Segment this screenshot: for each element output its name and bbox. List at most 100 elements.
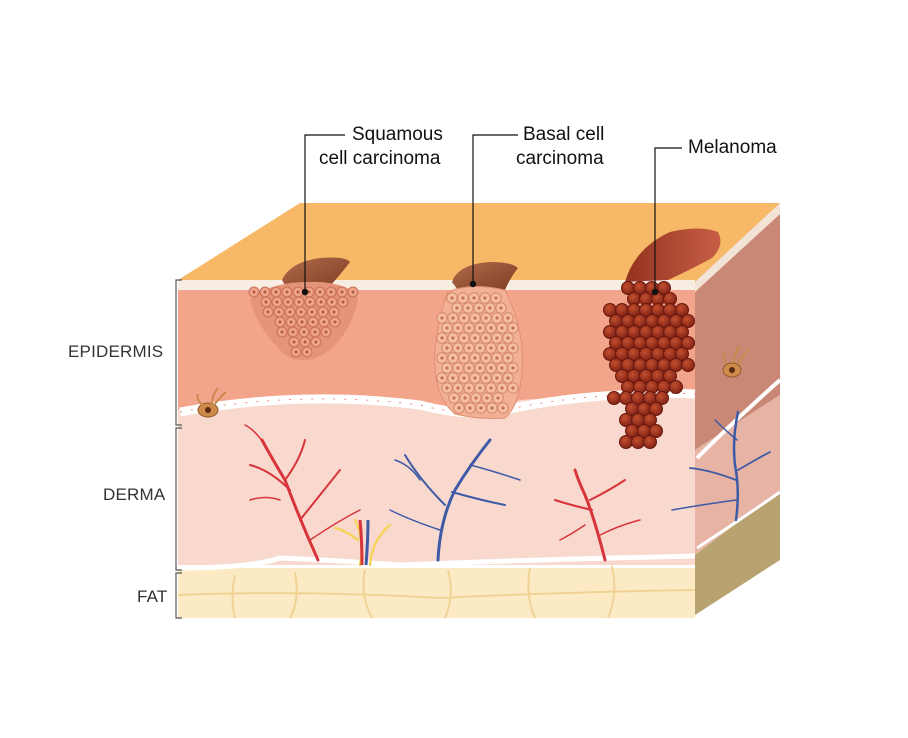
cell — [681, 314, 695, 328]
cell — [675, 325, 689, 339]
cell-nucleus — [321, 310, 325, 314]
cell — [643, 435, 657, 449]
cell-nucleus — [511, 326, 515, 330]
cell-nucleus — [478, 366, 482, 370]
cell-nucleus — [485, 396, 489, 400]
cell-nucleus — [495, 316, 499, 320]
cell-nucleus — [440, 336, 444, 340]
cell — [675, 347, 689, 361]
fat-label: FAT — [137, 587, 168, 606]
cell — [631, 435, 645, 449]
cell — [669, 380, 683, 394]
cell-nucleus — [461, 296, 465, 300]
cell-nucleus — [500, 386, 504, 390]
cell-nucleus — [473, 356, 477, 360]
cell-nucleus — [467, 346, 471, 350]
cell-nucleus — [440, 356, 444, 360]
cell-nucleus — [319, 300, 323, 304]
cell-nucleus — [278, 320, 282, 324]
cell-nucleus — [322, 320, 326, 324]
cell-nucleus — [451, 336, 455, 340]
cell-nucleus — [318, 290, 322, 294]
melanocyte-left — [196, 387, 227, 418]
cell-nucleus — [277, 310, 281, 314]
cell-nucleus — [299, 310, 303, 314]
cell-nucleus — [311, 320, 315, 324]
cell — [655, 391, 669, 405]
cell-nucleus — [473, 316, 477, 320]
cell-nucleus — [297, 300, 301, 304]
cell-nucleus — [302, 330, 306, 334]
cell-nucleus — [305, 350, 309, 354]
cell-nucleus — [313, 330, 317, 334]
cell — [607, 391, 621, 405]
squamous-label: Squamous — [352, 124, 443, 146]
cell-nucleus — [462, 316, 466, 320]
cell-nucleus — [462, 336, 466, 340]
cell-nucleus — [455, 306, 459, 310]
cell-nucleus — [484, 356, 488, 360]
epidermis-label: EPIDERMIS — [68, 342, 164, 361]
cell-nucleus — [467, 386, 471, 390]
cell-nucleus — [468, 406, 472, 410]
cell-nucleus — [286, 300, 290, 304]
melanocyte-right — [722, 345, 749, 378]
cell-nucleus — [478, 326, 482, 330]
cell-nucleus — [280, 330, 284, 334]
cell-nucleus — [440, 376, 444, 380]
cell-nucleus — [445, 346, 449, 350]
cell-nucleus — [294, 350, 298, 354]
cell-nucleus — [340, 290, 344, 294]
cell-nucleus — [463, 396, 467, 400]
cell-nucleus — [288, 310, 292, 314]
cell-nucleus — [296, 290, 300, 294]
cell-nucleus — [457, 406, 461, 410]
cell-nucleus — [285, 290, 289, 294]
cell-nucleus — [324, 330, 328, 334]
cell — [649, 424, 663, 438]
cell-nucleus — [484, 316, 488, 320]
cell-nucleus — [495, 336, 499, 340]
cell-nucleus — [500, 346, 504, 350]
cell-nucleus — [494, 296, 498, 300]
squamous-label-line1: Squamous — [352, 124, 443, 145]
cell-nucleus — [266, 310, 270, 314]
cell-nucleus — [466, 306, 470, 310]
basal-cells — [436, 292, 519, 414]
cell-nucleus — [511, 366, 515, 370]
cell-nucleus — [291, 330, 295, 334]
cell-nucleus — [456, 386, 460, 390]
cell-nucleus — [490, 406, 494, 410]
cell-nucleus — [303, 340, 307, 344]
cell-nucleus — [511, 346, 515, 350]
cell-nucleus — [452, 396, 456, 400]
cell — [619, 435, 633, 449]
melanoma-lesion — [603, 228, 721, 449]
cell-nucleus — [495, 356, 499, 360]
cell-nucleus — [489, 346, 493, 350]
cell-nucleus — [489, 366, 493, 370]
cell-nucleus — [314, 340, 318, 344]
cell-nucleus — [462, 356, 466, 360]
cell-nucleus — [478, 346, 482, 350]
cell-nucleus — [451, 316, 455, 320]
cell-nucleus — [506, 356, 510, 360]
cell-nucleus — [330, 300, 334, 304]
melanoma-label: Melanoma — [688, 137, 777, 158]
cell-nucleus — [310, 310, 314, 314]
cell — [663, 369, 677, 383]
cell — [681, 358, 695, 372]
cell-nucleus — [289, 320, 293, 324]
cell-nucleus — [473, 376, 477, 380]
artery-left — [244, 424, 361, 562]
cell-nucleus — [440, 316, 444, 320]
cell-nucleus — [479, 406, 483, 410]
cell-nucleus — [332, 310, 336, 314]
cell-nucleus — [351, 290, 355, 294]
basal-label-line2: carcinoma — [516, 148, 604, 169]
cell-nucleus — [341, 300, 345, 304]
cell-nucleus — [489, 386, 493, 390]
cell-nucleus — [474, 396, 478, 400]
cell-nucleus — [500, 366, 504, 370]
cell-nucleus — [473, 336, 477, 340]
